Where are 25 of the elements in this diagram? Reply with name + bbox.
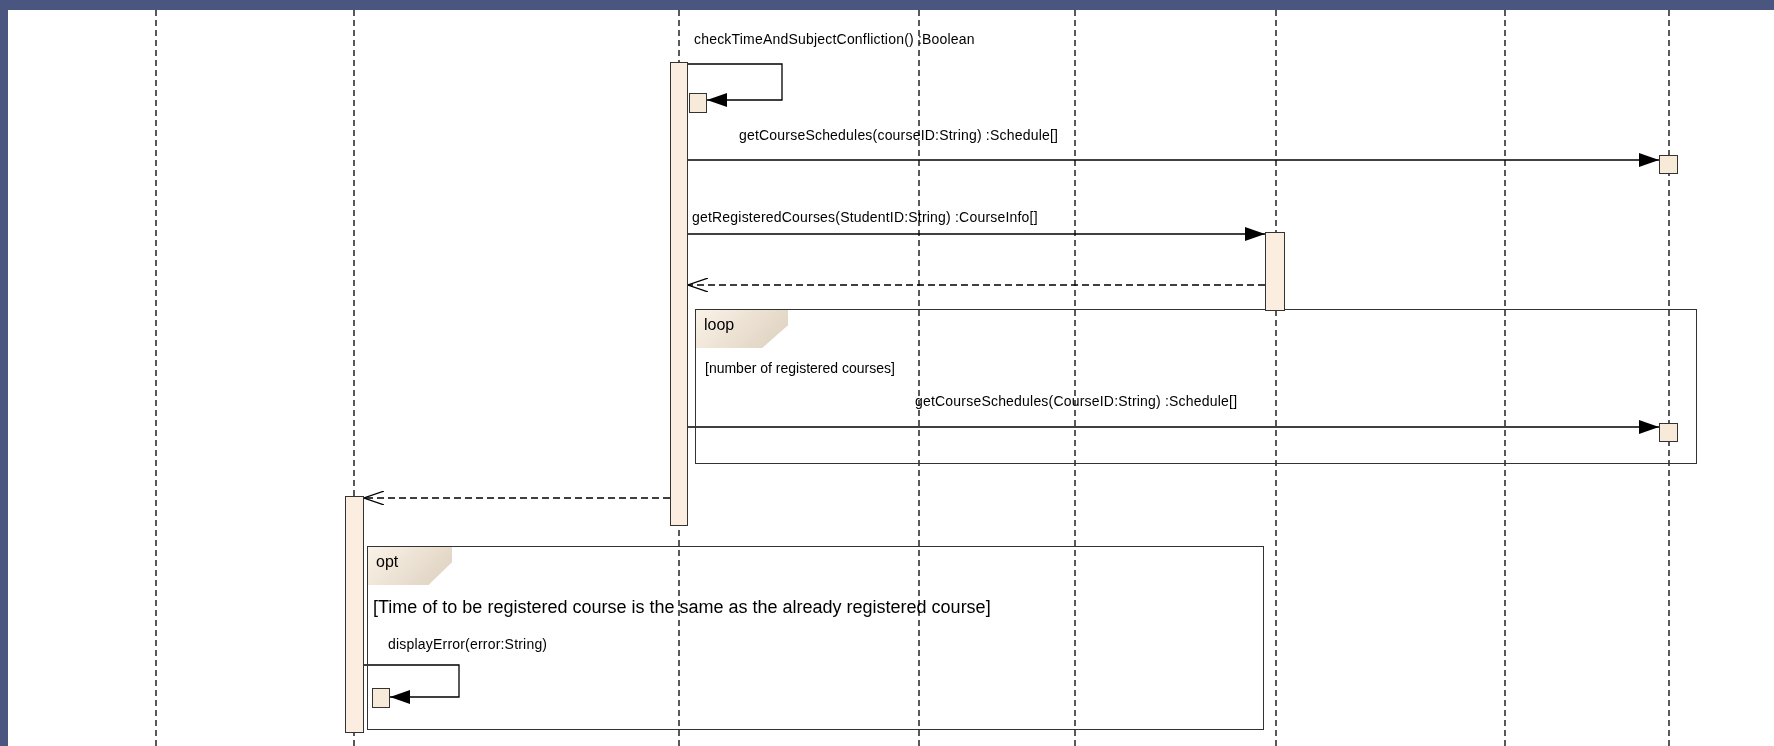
fragment-operator: loop bbox=[696, 310, 788, 348]
return-message-arrow bbox=[687, 277, 1266, 293]
activation-bar bbox=[670, 62, 688, 526]
activation-box bbox=[1659, 155, 1678, 174]
combined-fragment bbox=[695, 309, 1697, 464]
activation-bar bbox=[1265, 232, 1285, 311]
activation-bar bbox=[345, 496, 364, 733]
fragment-operator: opt bbox=[368, 547, 452, 585]
message-label: getCourseSchedules(courseID:String) :Schedule[] bbox=[739, 127, 1059, 143]
combined-fragment bbox=[367, 546, 1264, 730]
message-arrow bbox=[687, 63, 783, 107]
return-message-arrow bbox=[363, 490, 671, 506]
activation-box bbox=[689, 93, 707, 113]
message-arrow bbox=[363, 664, 460, 704]
activation-box bbox=[1658, 422, 1678, 442]
message-label: displayError(error:String) bbox=[388, 636, 548, 652]
message-label: getCourseSchedules(CourseID:String) :Schedule[] bbox=[915, 393, 1238, 409]
activation-box bbox=[371, 687, 390, 708]
guard-condition: [Time of to be registered course is the same as the already registered course] bbox=[373, 597, 991, 618]
message-label: getRegisteredCourses(StudentID:String) :CourseInfo[] bbox=[692, 209, 1038, 225]
message-arrow bbox=[687, 153, 1660, 167]
message-arrow bbox=[687, 420, 1660, 434]
guard-condition: [number of registered courses] bbox=[705, 360, 895, 376]
message-arrow bbox=[687, 227, 1266, 241]
message-label: checkTimeAndSubjectConfliction() :Boolean bbox=[694, 31, 975, 47]
